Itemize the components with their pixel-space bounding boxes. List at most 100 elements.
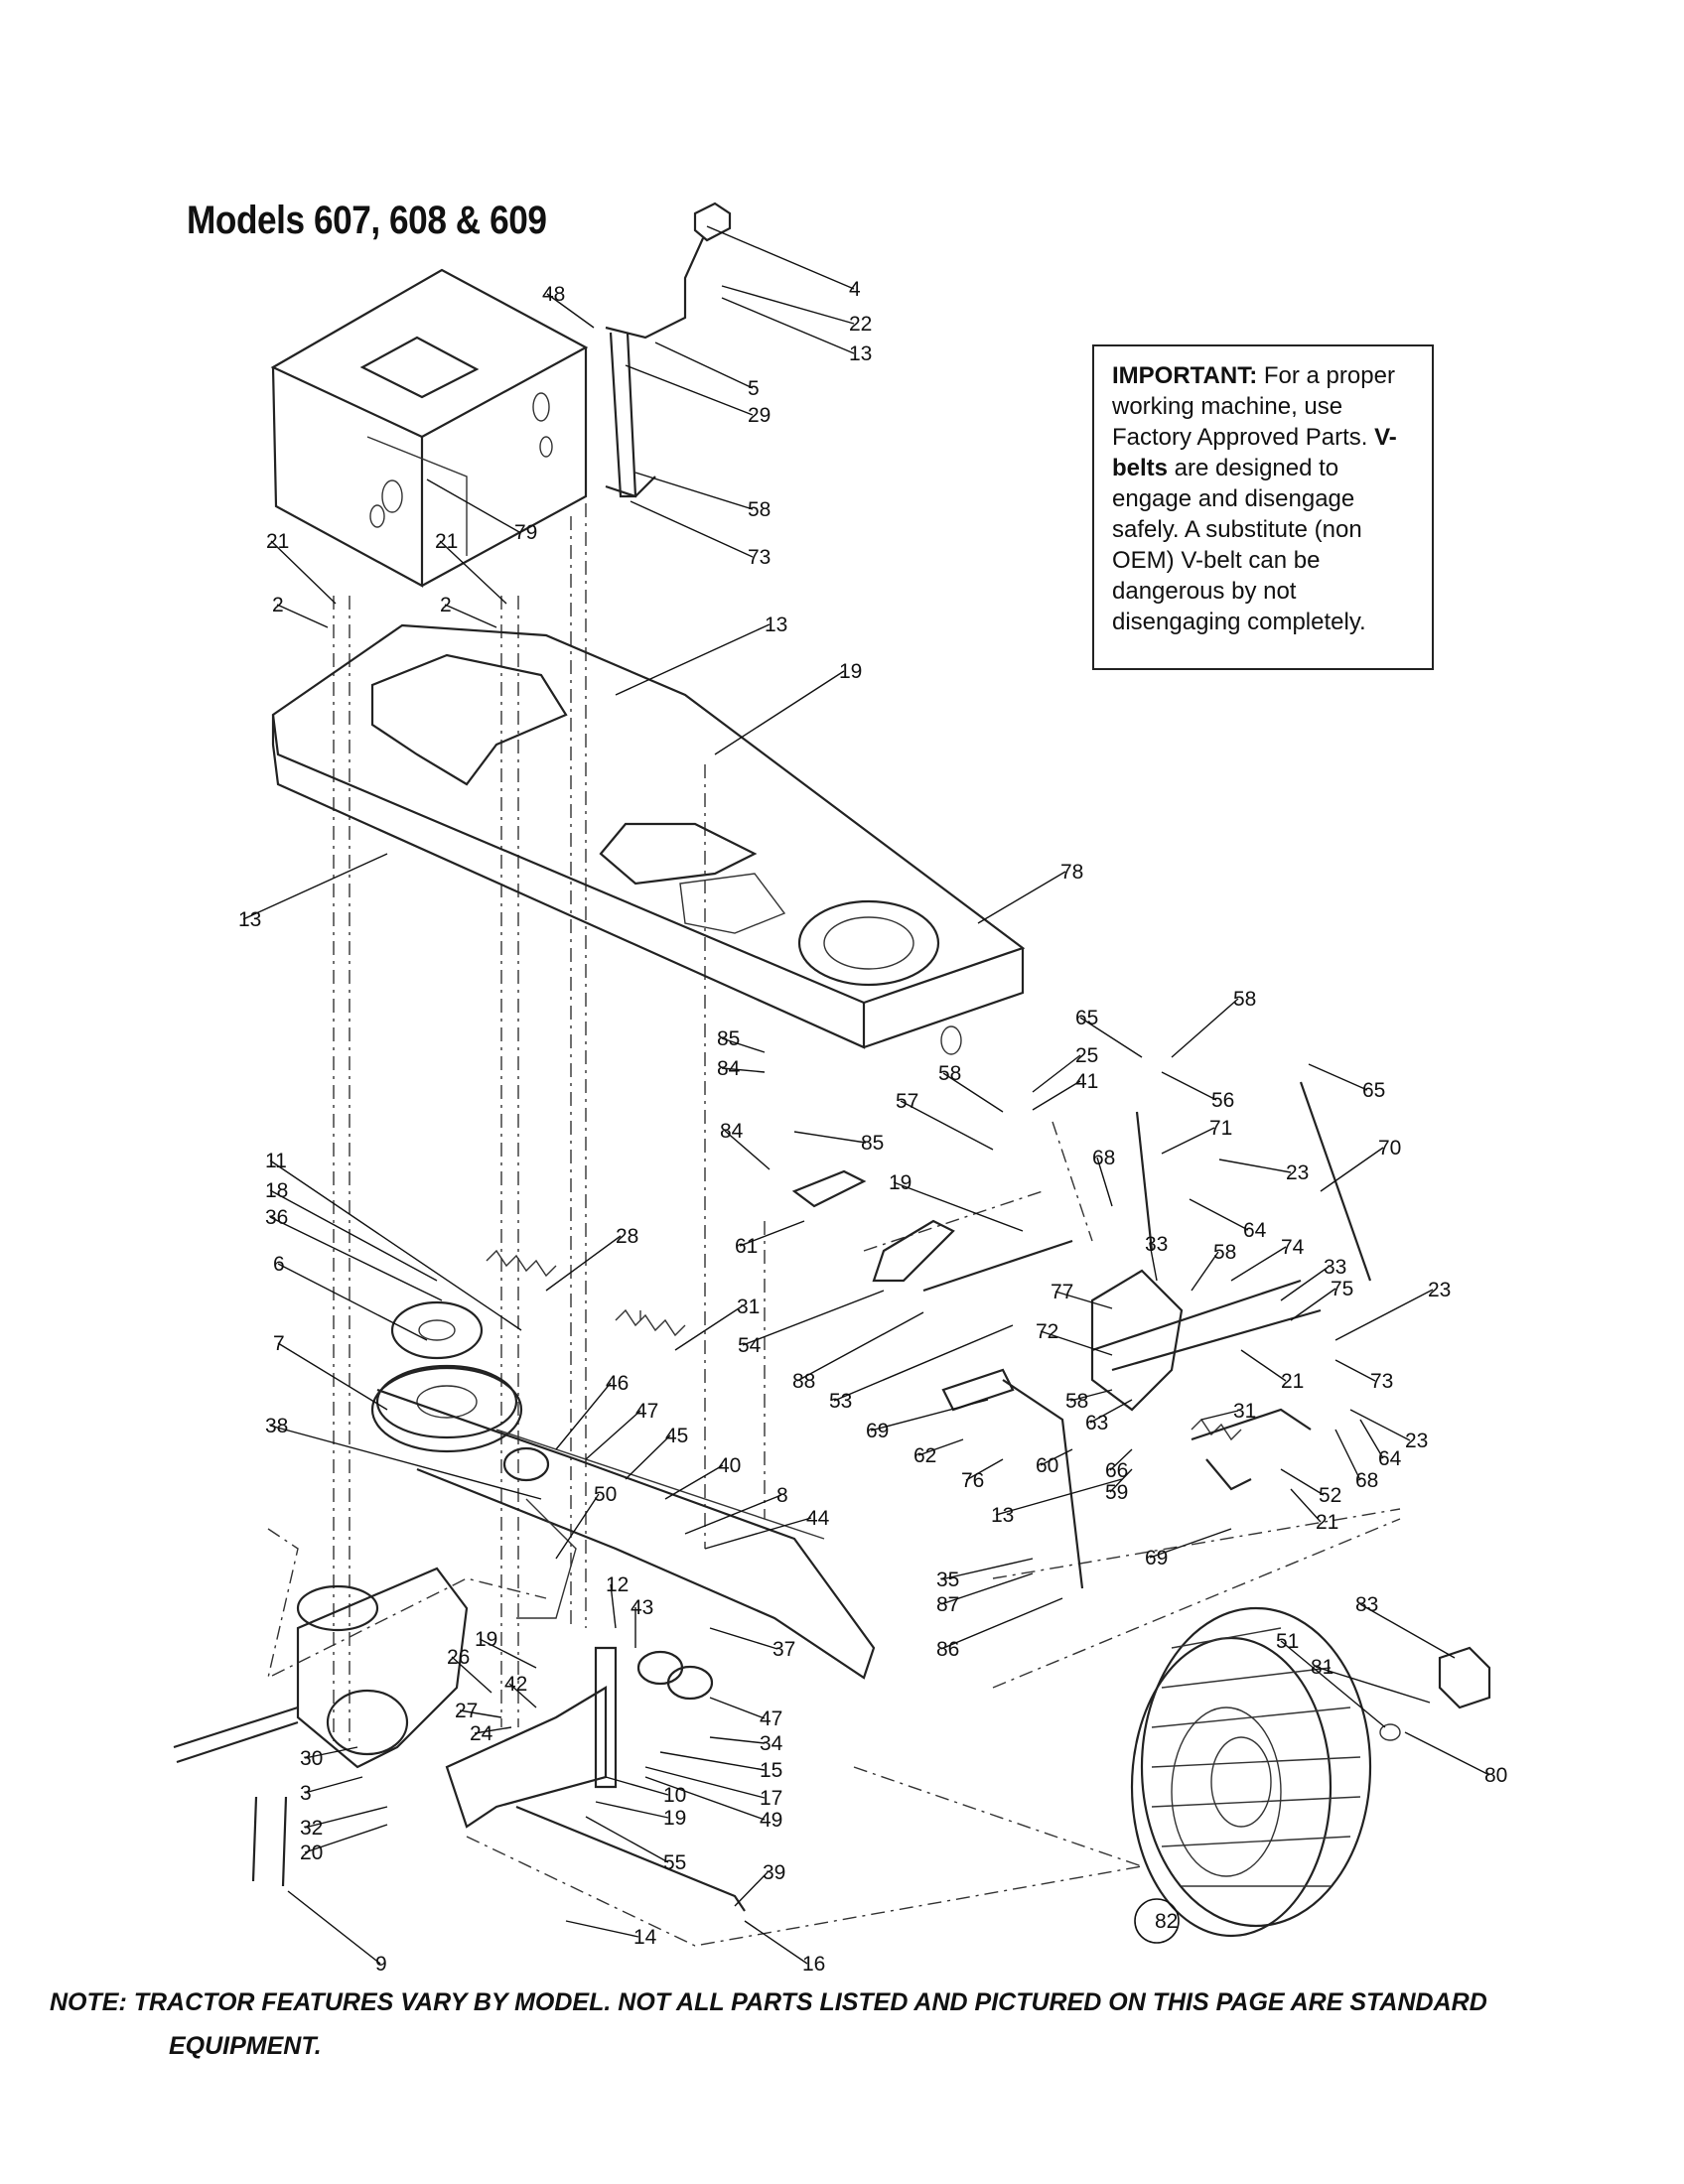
page-title: Models 607, 608 & 609: [187, 199, 547, 242]
callout-leader: [595, 1801, 669, 1819]
callout-leader: [1171, 998, 1239, 1058]
callout-leader: [1334, 1429, 1361, 1481]
callout-label: 79: [514, 521, 537, 544]
callout-label: 13: [849, 342, 872, 365]
callout-leader: [615, 623, 771, 696]
callout-leader: [1161, 1071, 1217, 1101]
callout-label: 76: [961, 1469, 984, 1492]
callout-label: 59: [1105, 1481, 1128, 1504]
callout-leader: [1280, 1640, 1386, 1728]
callout-label: 5: [748, 377, 760, 400]
callout-label: 74: [1281, 1236, 1305, 1259]
callout-label: 27: [455, 1700, 478, 1722]
callout-label: 70: [1378, 1137, 1401, 1160]
callout-label: 34: [760, 1732, 783, 1755]
callout-leader: [654, 341, 754, 389]
callout-leader: [287, 1890, 381, 1965]
callout-label: 48: [542, 283, 565, 306]
callout-leader: [585, 1410, 641, 1460]
callout-leader: [721, 1067, 766, 1073]
callout-leader: [625, 364, 754, 416]
callout-label: 47: [760, 1707, 782, 1730]
callout-label: 78: [1060, 861, 1083, 884]
callout-leader: [709, 1627, 778, 1650]
callout-label: 7: [273, 1332, 285, 1355]
callout-leader: [451, 1656, 492, 1694]
callout-leader: [742, 1290, 885, 1346]
callout-leader: [706, 225, 855, 290]
callout-label: 39: [763, 1861, 785, 1884]
callout-leader: [1189, 1198, 1249, 1231]
steering-shaft: [605, 202, 732, 498]
callout-leader: [269, 1216, 443, 1301]
callout-leader: [1096, 1157, 1113, 1207]
callout-leader: [793, 1131, 867, 1144]
callout-82-circle: [1134, 1898, 1180, 1944]
callout-label: 87: [936, 1593, 959, 1616]
callout-label: 61: [735, 1235, 758, 1258]
alignment-lines: [266, 417, 1401, 1947]
callout-leader: [1079, 1017, 1143, 1058]
callout-leader: [900, 1100, 994, 1151]
callout-leader: [269, 1160, 522, 1331]
callout-label: 26: [447, 1646, 470, 1669]
callout-label: 72: [1036, 1320, 1058, 1343]
callout-label: 73: [1370, 1370, 1393, 1393]
callout-label: 44: [806, 1507, 830, 1530]
callout-leader: [1032, 1080, 1081, 1111]
callout-label: 88: [792, 1370, 815, 1393]
callout-label: 24: [470, 1722, 493, 1745]
callout-leader: [555, 1382, 612, 1450]
callout-leader: [870, 1399, 989, 1432]
callout-leader: [1109, 1468, 1133, 1493]
main-frame: [271, 623, 1026, 1055]
callout-label: 15: [760, 1759, 782, 1782]
callout-label: 25: [1075, 1044, 1098, 1067]
important-heading: IMPORTANT:: [1112, 362, 1258, 389]
callout-label: 75: [1331, 1278, 1353, 1300]
callout-label: 9: [375, 1953, 387, 1976]
callout-label: 4: [849, 278, 861, 301]
callout-leader: [444, 604, 497, 628]
callout-leader: [277, 1263, 428, 1341]
callout-leader: [995, 1478, 1123, 1516]
callout-leader: [1404, 1731, 1490, 1776]
callout-label: 3: [300, 1782, 312, 1805]
callout-label: 40: [718, 1454, 741, 1477]
callout-label: 64: [1378, 1447, 1402, 1470]
callout-label: 41: [1075, 1070, 1098, 1093]
callout-leader: [739, 1220, 805, 1247]
callout-leader: [276, 604, 329, 628]
callout-label: 46: [606, 1372, 629, 1395]
callout-label: 86: [936, 1638, 959, 1661]
callout-leader: [1069, 1389, 1113, 1402]
callout-label: 23: [1405, 1430, 1428, 1452]
callout-label: 14: [633, 1926, 657, 1949]
callout-leader: [1320, 1147, 1384, 1192]
callout-label: 65: [1362, 1079, 1385, 1102]
callout-leader: [744, 1920, 808, 1965]
callout-label: 37: [772, 1638, 795, 1661]
callout-leader: [1280, 1468, 1325, 1496]
callout-leader: [479, 1638, 537, 1669]
callout-leader: [565, 1920, 639, 1938]
callout-leader: [1089, 1399, 1133, 1424]
callout-label: 13: [991, 1504, 1014, 1527]
callout-leader: [1161, 1127, 1215, 1155]
callout-label: 10: [663, 1784, 686, 1807]
callout-leader: [1149, 1243, 1158, 1282]
callout-label: 63: [1085, 1412, 1108, 1434]
callout-label: 6: [273, 1253, 285, 1276]
callout-label: 60: [1036, 1454, 1058, 1477]
callout-leader: [704, 1517, 812, 1550]
callout-leader: [625, 1434, 671, 1480]
callout-leader: [1200, 1410, 1239, 1421]
callout-label: 21: [1281, 1370, 1304, 1393]
callout-leader: [796, 1311, 924, 1382]
callout-leader: [714, 670, 845, 755]
callout-label: 30: [300, 1747, 323, 1770]
callout-label: 73: [748, 546, 771, 569]
callout-label: 80: [1484, 1764, 1507, 1787]
callout-leader: [1359, 1603, 1456, 1659]
